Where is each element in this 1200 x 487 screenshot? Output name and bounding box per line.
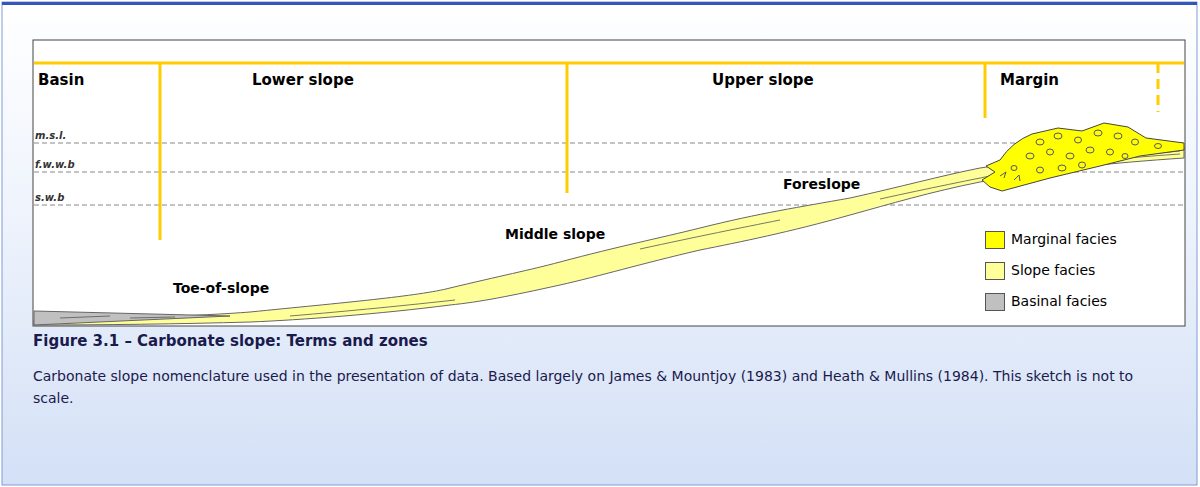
slope-part-label: Foreslope <box>783 176 860 192</box>
zone-label: Basin <box>38 71 84 89</box>
top-bar <box>2 2 1197 5</box>
marginal-facies <box>982 123 1184 191</box>
legend-label: Marginal facies <box>1011 231 1117 247</box>
zone-label: Upper slope <box>712 71 814 89</box>
legend-swatch <box>985 231 1005 249</box>
water-level-label: m.s.l. <box>35 130 66 141</box>
figure-caption: Carbonate slope nomenclature used in the… <box>33 366 1173 409</box>
zone-label: Margin <box>1000 71 1059 89</box>
water-level-label: f.w.w.b <box>35 159 75 170</box>
legend-swatch <box>985 262 1005 280</box>
basinal-bedding <box>60 316 175 318</box>
basinal-facies <box>34 311 230 325</box>
zone-label: Lower slope <box>252 71 354 89</box>
reef-clasts <box>1000 130 1162 181</box>
legend-label: Slope facies <box>1011 262 1095 278</box>
water-level-label: s.w.b <box>35 192 64 203</box>
legend-swatch <box>985 293 1005 311</box>
slope-part-label: Middle slope <box>505 226 605 242</box>
legend-label: Basinal facies <box>1011 293 1107 309</box>
zone-dividers <box>34 63 1184 240</box>
slope-part-label: Toe-of-slope <box>173 280 269 296</box>
figure-panel <box>33 40 1185 326</box>
figure-title: Figure 3.1 – Carbonate slope: Terms and … <box>33 332 428 350</box>
